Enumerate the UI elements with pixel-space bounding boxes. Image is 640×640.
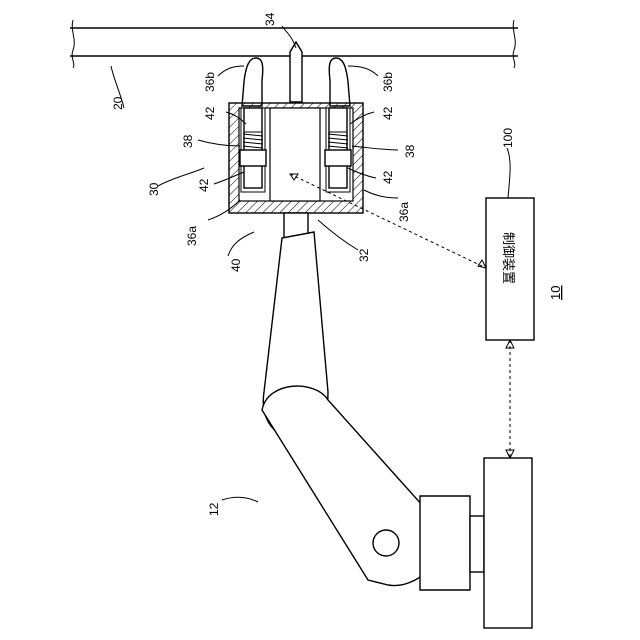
ref-36a-right: 36a (397, 202, 411, 222)
ref-100: 100 (501, 128, 515, 148)
ref-32: 32 (357, 248, 371, 262)
ref-42-bottom-right: 42 (381, 170, 395, 184)
ref-30: 30 (147, 182, 161, 196)
control-device-label: 制御装置 (501, 232, 516, 284)
ref-36b-right: 36b (381, 72, 395, 92)
robot-base (420, 458, 532, 628)
ref-38-right: 38 (403, 144, 417, 158)
robot-arm (262, 232, 442, 586)
ref-34: 34 (263, 12, 277, 26)
control-device: 制御装置 (486, 198, 534, 340)
ref-36a-left: 36a (185, 226, 199, 246)
ref-10: 10 (548, 286, 563, 300)
ref-42-top-right: 42 (381, 106, 395, 120)
right-finger (325, 108, 351, 188)
ref-12: 12 (207, 502, 221, 516)
center-pin (290, 42, 302, 102)
ref-42-top-left: 42 (203, 106, 217, 120)
left-finger (240, 108, 266, 188)
ref-38-left: 38 (181, 134, 195, 148)
ref-36b-left: 36b (203, 72, 217, 92)
ref-20: 20 (111, 96, 125, 110)
ref-40: 40 (229, 258, 243, 272)
ref-42-bottom-left: 42 (197, 178, 211, 192)
